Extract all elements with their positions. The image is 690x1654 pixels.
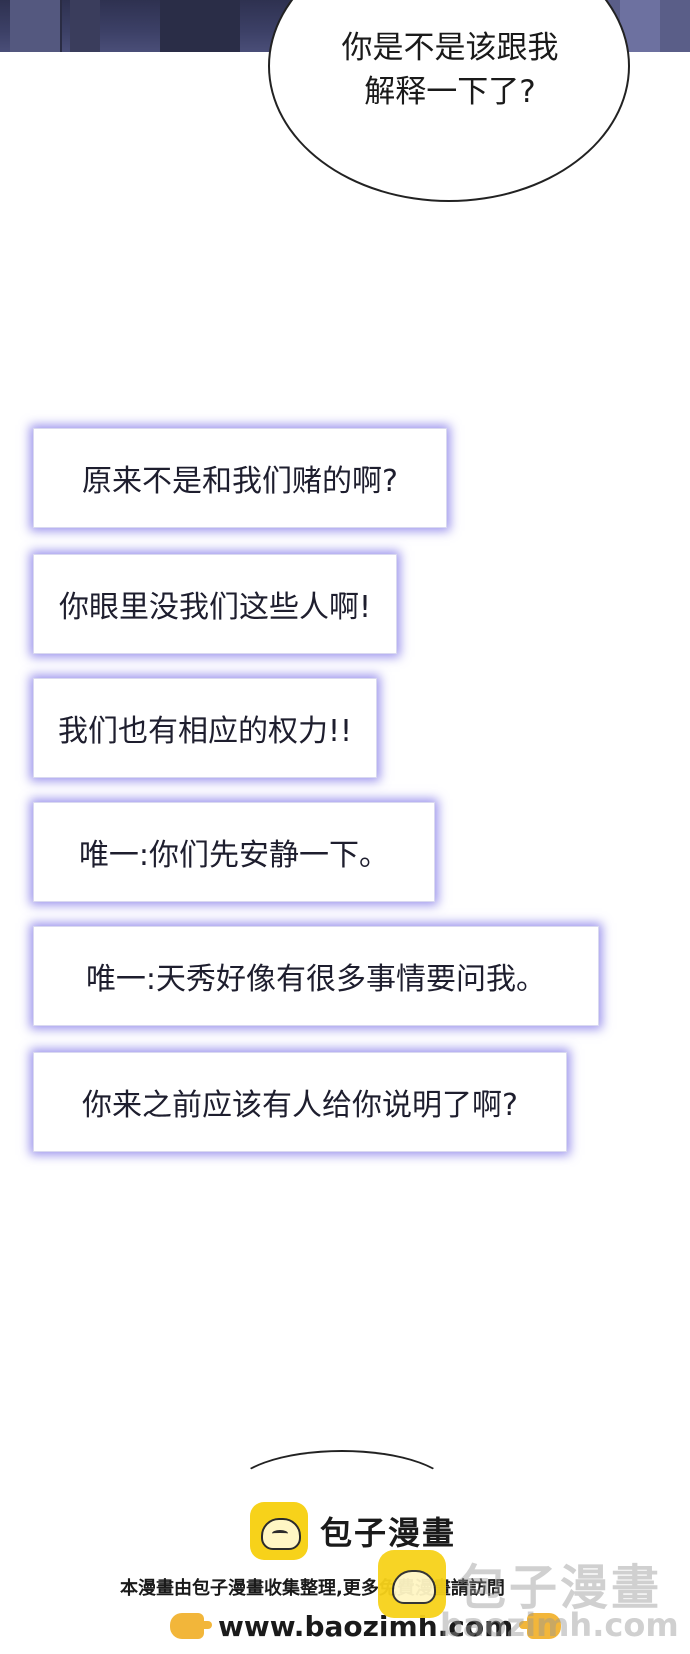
scene-pillar [70,0,100,52]
caption-box-4: 唯一:你们先安静一下。 [33,802,435,902]
baozi-bun-icon [250,1502,308,1560]
caption-box-2: 你眼里没我们这些人啊! [33,554,397,654]
bottom-bubble-edge [232,1450,452,1530]
watermark-bun-icon [378,1550,446,1618]
caption-text: 原来不是和我们赌的啊? [82,464,398,499]
caption-text: 你眼里没我们这些人啊! [58,590,372,625]
caption-box-5: 唯一:天秀好像有很多事情要问我。 [33,926,599,1026]
scene-pillar [160,0,240,52]
speech-bubble-text: 你是不是该跟我 解释一下了? [300,26,600,114]
speech-line-1: 你是不是该跟我 [341,30,559,66]
caption-text: 你来之前应该有人给你说明了啊? [82,1088,518,1123]
footer-logo: 包子漫畫 [250,1500,456,1562]
brand-name: 包子漫畫 [320,1514,457,1552]
caption-text: 唯一:你们先安静一下。 [78,838,390,873]
footer-url-row[interactable]: www.baozimh.com [170,1608,562,1644]
caption-text: 唯一:天秀好像有很多事情要问我。 [85,962,547,997]
pointing-hand-icon [170,1613,212,1639]
caption-box-6: 你来之前应该有人给你说明了啊? [33,1052,567,1152]
caption-box-3: 我们也有相应的权力!! [33,678,377,778]
footer-url-link[interactable]: www.baozimh.com [218,1609,514,1643]
caption-box-1: 原来不是和我们赌的啊? [33,428,447,528]
scene-pillar [10,0,62,52]
watermark-brand: 包子漫畫 [458,1560,663,1616]
caption-text: 我们也有相应的权力!! [57,714,353,749]
speech-line-2: 解释一下了? [364,74,536,110]
watermark-url: baozimh.com [440,1606,679,1644]
